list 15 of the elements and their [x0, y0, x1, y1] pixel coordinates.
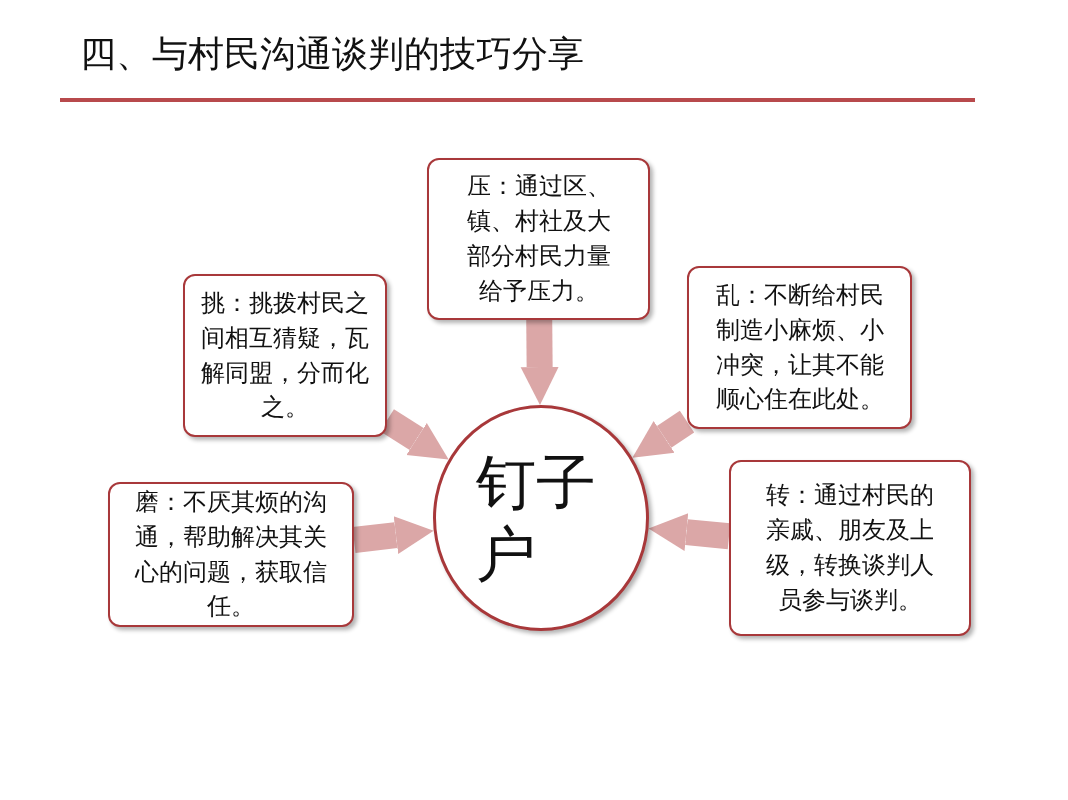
- slide-title: 四、与村民沟通谈判的技巧分享: [80, 32, 584, 76]
- arrow: [648, 513, 731, 551]
- node-text: 转：通过村民的亲戚、朋友及上级，转换谈判人员参与谈判。: [765, 480, 935, 616]
- text-box: [729, 460, 971, 636]
- text-box: [183, 274, 387, 437]
- node-text: 磨：不厌其烦的沟通，帮助解决其关心的问题，获取信任。: [134, 486, 328, 623]
- node-text: 压：通过区、镇、村社及大部分村民力量给予压力。: [465, 171, 612, 307]
- arrow: [520, 319, 559, 405]
- text-box: [108, 482, 354, 627]
- node-text: 钉子户: [476, 446, 597, 590]
- text-box: [427, 158, 650, 320]
- node-text: 乱：不断给村民制造小麻烦、小冲突，让其不能顺心住在此处。: [714, 279, 885, 416]
- arrow: [632, 410, 695, 458]
- node-text: 挑：挑拨村民之间相互猜疑，瓦解同盟，分而化之。: [200, 287, 370, 424]
- text-box: [687, 266, 912, 429]
